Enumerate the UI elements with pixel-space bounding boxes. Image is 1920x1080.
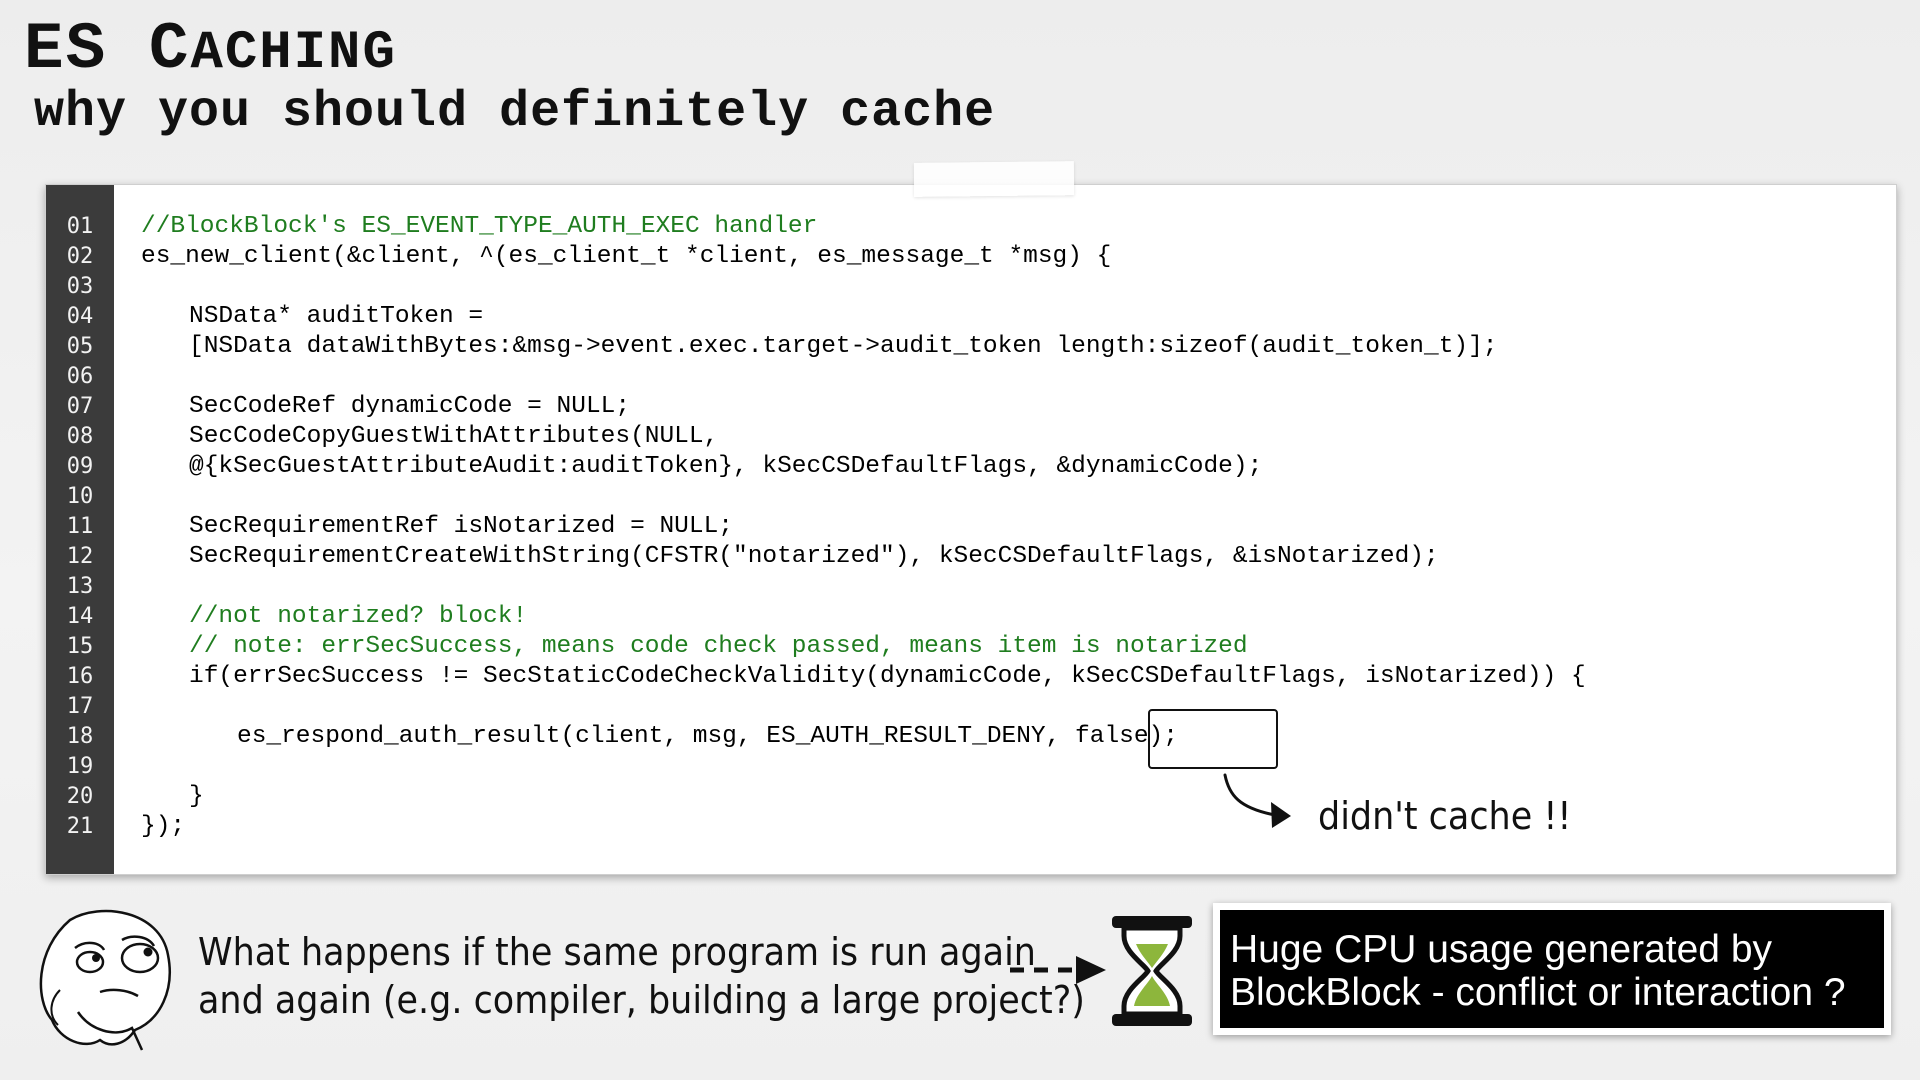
code-line: });	[141, 813, 186, 840]
title-prefix: ES	[24, 12, 149, 87]
line-number: 14	[66, 604, 94, 629]
cpu-usage-label: Huge CPU usage generated by BlockBlock -…	[1230, 928, 1846, 1014]
code-line: es_respond_auth_result(client, msg, ES_A…	[237, 723, 1178, 750]
title-cap: C	[148, 12, 191, 87]
page-subtitle: why you should definitely cache	[34, 84, 996, 141]
code-comment-line: //BlockBlock's ES_EVENT_TYPE_AUTH_EXEC h…	[141, 213, 818, 240]
code-line: SecRequirementRef isNotarized = NULL;	[189, 513, 733, 540]
code-line: @{kSecGuestAttributeAudit:auditToken}, k…	[189, 453, 1263, 480]
line-number: 13	[66, 574, 94, 599]
line-number: 09	[66, 454, 94, 479]
hourglass-icon	[1112, 916, 1192, 1026]
line-number: 12	[66, 544, 94, 569]
line-number: 08	[66, 424, 94, 449]
code-line: }	[189, 783, 204, 810]
line-number: 18	[66, 724, 94, 749]
cpu-usage-card: Huge CPU usage generated by BlockBlock -…	[1213, 903, 1891, 1035]
line-number: 10	[66, 484, 94, 509]
line-number: 06	[66, 364, 94, 389]
code-comment-line: //not notarized? block!	[189, 603, 528, 630]
dashed-arrow-icon	[1010, 956, 1106, 984]
code-line: if(errSecSuccess != SecStaticCodeCheckVa…	[189, 663, 1586, 690]
line-number: 20	[66, 784, 94, 809]
line-number: 07	[66, 394, 94, 419]
false-highlight-box	[1148, 709, 1278, 769]
thinking-face-icon	[39, 909, 171, 1051]
annotation-label: didn't cache !!	[1318, 794, 1572, 838]
cpu-usage-text: Huge CPU usage generated by BlockBlock -…	[1220, 910, 1884, 1028]
line-number: 17	[66, 694, 94, 719]
code-panel: 01 02 03 04 05 06 07 08 09 10 11 12 13 14 15 16 17 18 19 20…	[45, 184, 1897, 875]
line-number: 05	[66, 334, 94, 359]
line-number-gutter: 01 02 03 04 05 06 07 08 09 10 11 12 13 14 15 16 17 18 19 20…	[46, 185, 114, 874]
line-number: 04	[66, 304, 94, 329]
code-line: SecCodeRef dynamicCode = NULL;	[189, 393, 631, 420]
line-number: 02	[66, 244, 94, 269]
line-number: 21	[66, 814, 94, 839]
tape-strip	[913, 161, 1075, 197]
code-line: NSData* auditToken =	[189, 303, 484, 330]
title-rest: ACHING	[190, 23, 397, 84]
code-line: SecCodeCopyGuestWithAttributes(NULL,	[189, 423, 719, 450]
line-number: 11	[66, 514, 94, 539]
line-number: 15	[66, 634, 94, 659]
code-line: SecRequirementCreateWithString(CFSTR("no…	[189, 543, 1439, 570]
page-title: ES CACHING	[24, 12, 397, 87]
line-number: 01	[66, 214, 94, 239]
code-line: es_new_client(&client, ^(es_client_t *cl…	[141, 243, 1112, 270]
line-number: 16	[66, 664, 94, 689]
code-line: [NSData dataWithBytes:&msg->event.exec.t…	[189, 333, 1498, 360]
line-number: 03	[66, 274, 94, 299]
code-comment-line: // note: errSecSuccess, means code check…	[189, 633, 1248, 660]
line-number: 19	[66, 754, 94, 779]
question-text: What happens if the same program is run …	[198, 930, 1085, 1022]
curved-arrow-icon	[1223, 773, 1291, 828]
